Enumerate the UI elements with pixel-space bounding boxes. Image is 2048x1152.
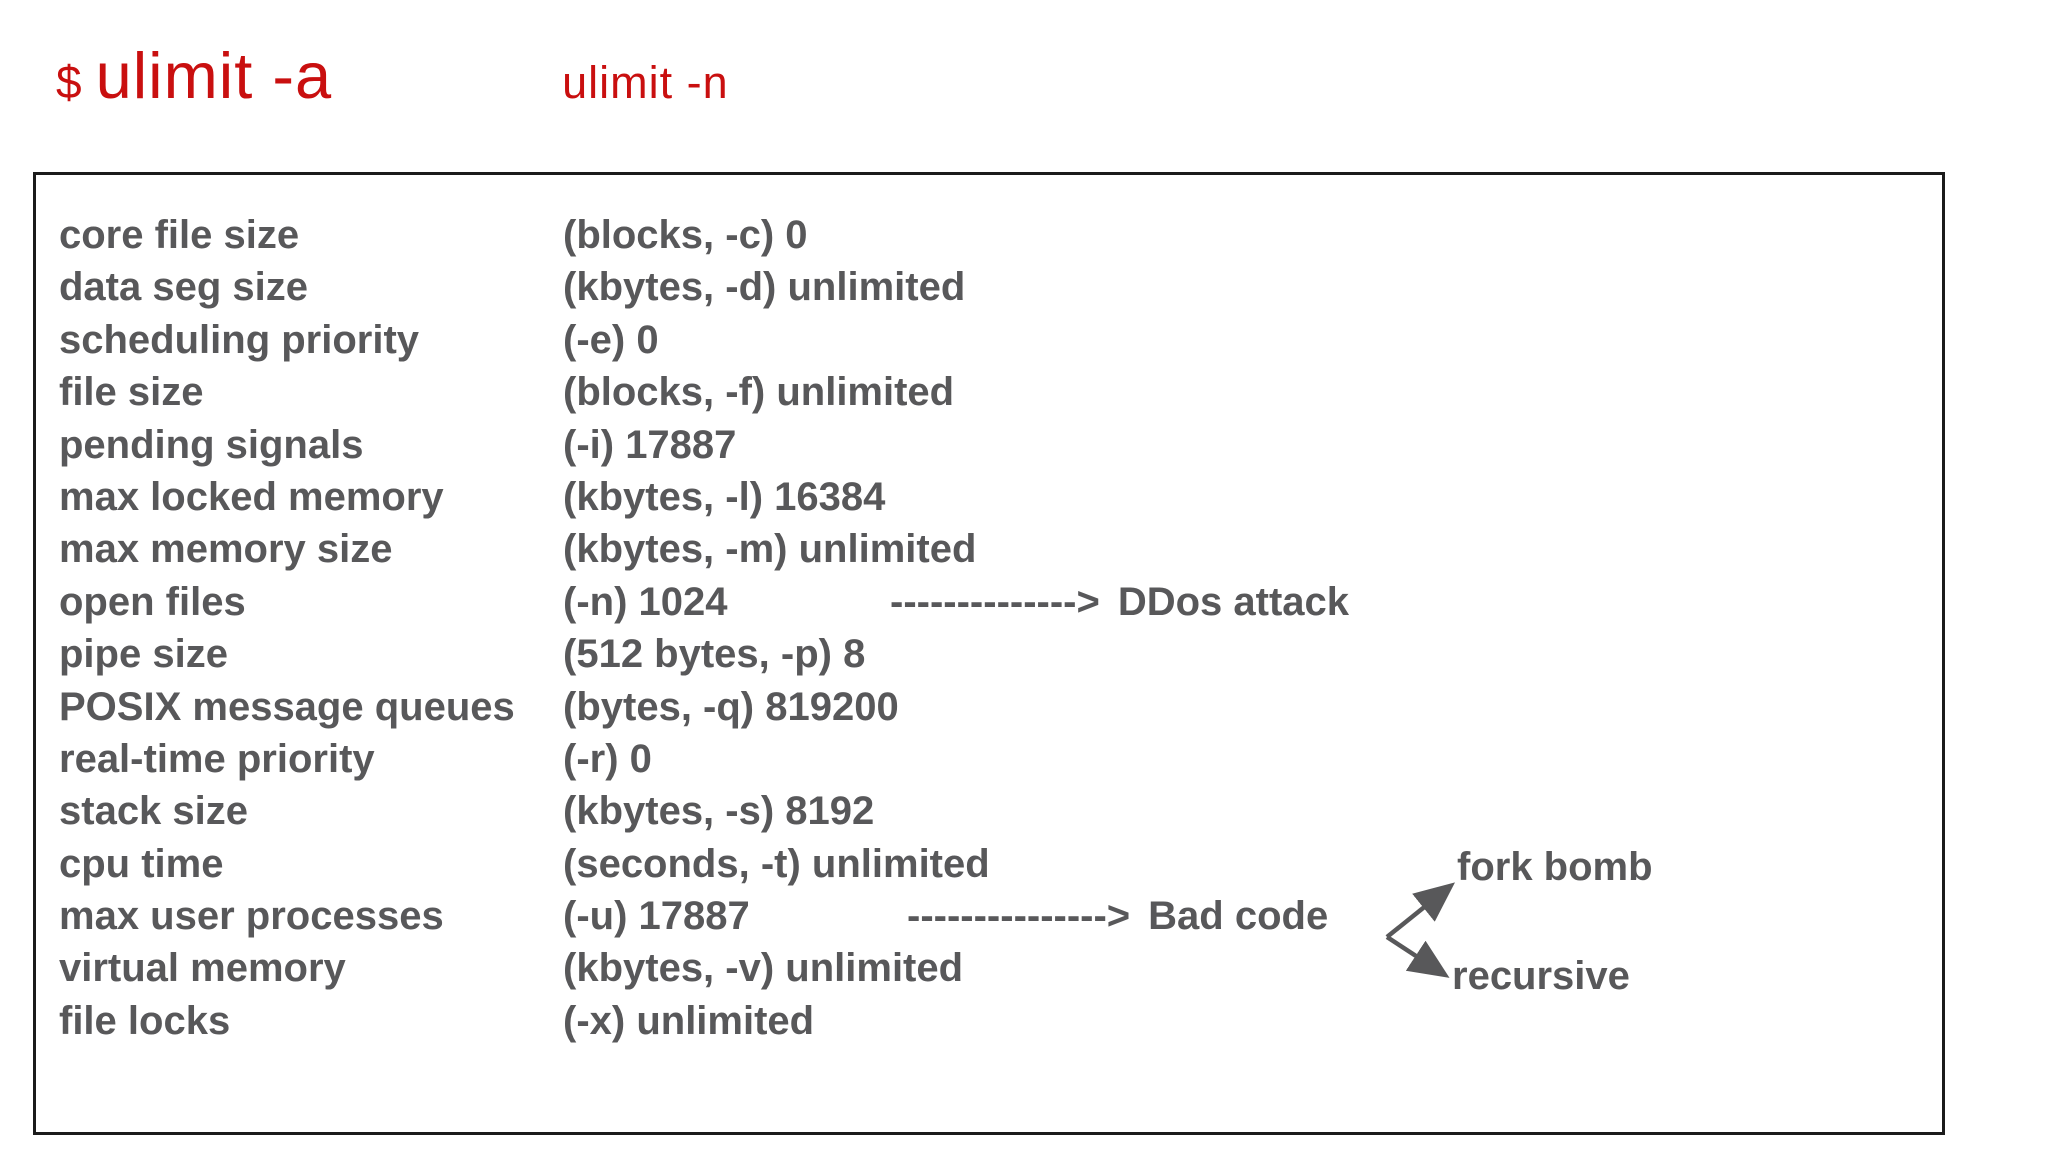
row-label: file size — [59, 370, 204, 415]
ulimit-row: data seg size (kbytes, -d) unlimited — [36, 261, 1942, 313]
annotation-label: DDos attack — [1117, 579, 1350, 624]
row-label: open files — [59, 579, 246, 624]
ulimit-row: file size (blocks, -f) unlimited — [36, 366, 1942, 418]
ulimit-row: real-time priority (-r) 0 — [36, 733, 1942, 785]
row-value: (kbytes, -d) unlimited — [563, 265, 966, 310]
ulimit-row: scheduling priority (-e) 0 — [36, 314, 1942, 366]
ulimit-row: POSIX message queues (bytes, -q) 819200 — [36, 681, 1942, 733]
row-label: pipe size — [59, 632, 228, 677]
row-value: (kbytes, -v) unlimited — [563, 946, 964, 991]
row-value: (512 bytes, -p) 8 — [563, 632, 866, 677]
row-label: scheduling priority — [59, 317, 420, 362]
dashed-arrow-icon: ---------------> — [907, 894, 1131, 939]
row-value: (-n) 1024 — [563, 579, 728, 624]
ulimit-row: max locked memory (kbytes, -l) 16384 — [36, 471, 1942, 523]
title: $ ulimit -a ulimit -n — [56, 38, 729, 113]
row-value: (kbytes, -s) 8192 — [563, 789, 875, 834]
row-value: (kbytes, -l) 16384 — [563, 474, 886, 519]
row-label: data seg size — [59, 265, 309, 310]
fork-bomb-label: fork bomb — [1457, 845, 1653, 889]
row-value: (-r) 0 — [563, 736, 652, 781]
ulimit-row: pipe size (512 bytes, -p) 8 — [36, 628, 1942, 680]
annotation-label: Bad code — [1148, 894, 1329, 939]
ulimit-row: file locks (-x) unlimited — [36, 995, 1942, 1047]
row-label: POSIX message queues — [59, 684, 515, 729]
row-label: virtual memory — [59, 946, 346, 991]
annotation-ddos-attack: --------------> DDos attack — [890, 576, 1349, 628]
fork-arrows-icon — [1385, 882, 1456, 978]
ulimit-output-rows: core file size (blocks, -c) 0 data seg s… — [36, 175, 1942, 1132]
row-value: (bytes, -q) 819200 — [563, 684, 899, 729]
row-label: core file size — [59, 213, 300, 257]
ulimit-row: max memory size (kbytes, -m) unlimited — [36, 523, 1942, 575]
recursive-label: recursive — [1452, 954, 1630, 998]
row-label: stack size — [59, 789, 249, 834]
row-label: max user processes — [59, 894, 444, 939]
row-label: file locks — [59, 998, 231, 1043]
row-label: cpu time — [59, 841, 224, 886]
ulimit-row: max user processes (-u) 17887 ----------… — [36, 890, 1942, 942]
row-label: max memory size — [59, 527, 393, 572]
ulimit-row: core file size (blocks, -c) 0 — [36, 209, 1942, 261]
ulimit-row: open files (-n) 1024 --------------> DDos… — [36, 576, 1942, 628]
row-label: max locked memory — [59, 474, 444, 519]
ulimit-row: pending signals (-i) 17887 — [36, 419, 1942, 471]
row-value: (-u) 17887 — [563, 894, 750, 939]
row-value: (-x) unlimited — [563, 998, 815, 1043]
ulimit-row: virtual memory (kbytes, -v) unlimited — [36, 942, 1942, 994]
ulimit-output-box: core file size (blocks, -c) 0 data seg s… — [33, 172, 1945, 1135]
annotation-bad-code: ---------------> Bad code — [907, 890, 1328, 942]
ulimit-row: stack size (kbytes, -s) 8192 — [36, 785, 1942, 837]
row-label: real-time priority — [59, 736, 375, 781]
prompt-symbol: $ — [56, 56, 82, 108]
row-label: pending signals — [59, 422, 364, 467]
row-value: (-i) 17887 — [563, 422, 737, 467]
row-value: (kbytes, -m) unlimited — [563, 527, 977, 572]
row-value: (seconds, -t) unlimited — [563, 841, 990, 886]
row-value: (-e) 0 — [563, 317, 659, 362]
ulimit-row: cpu time (seconds, -t) unlimited — [36, 838, 1942, 890]
command-ulimit-a: ulimit -a — [95, 39, 333, 112]
row-value: (blocks, -c) 0 — [563, 213, 808, 257]
command-ulimit-n: ulimit -n — [562, 57, 729, 108]
row-value: (blocks, -f) unlimited — [563, 370, 955, 415]
dashed-arrow-icon: --------------> — [890, 579, 1100, 624]
